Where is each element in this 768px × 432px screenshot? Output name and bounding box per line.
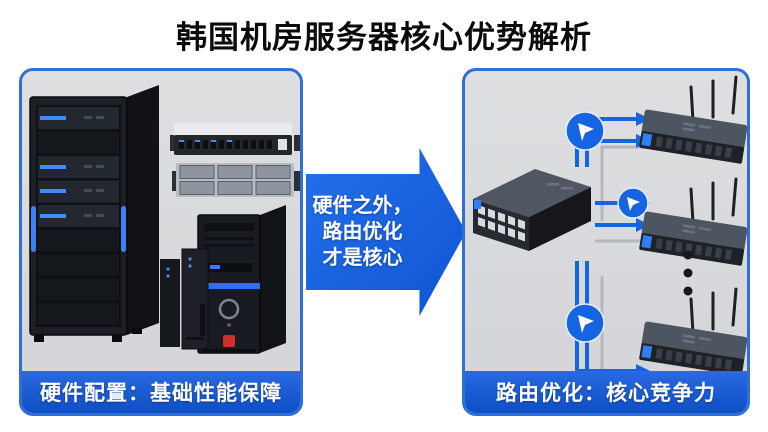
ellipsis-dots — [683, 250, 693, 296]
rack-server-icon — [172, 163, 300, 197]
route-node-icon — [617, 187, 649, 219]
network-switch-icon — [170, 123, 300, 155]
tower-pc-icon — [197, 205, 286, 354]
page-title: 韩国机房服务器核心优势解析 — [176, 20, 592, 55]
hardware-panel: 硬件配置：基础性能保障 — [19, 68, 303, 416]
network-switch-icon — [473, 169, 591, 251]
route-node-icon — [565, 111, 605, 151]
wifi-router-icon — [637, 75, 747, 166]
slim-pc-icon — [160, 248, 209, 350]
routing-illustration — [473, 75, 747, 371]
routing-caption: 路由优化：核心竞争力 — [465, 371, 747, 413]
routing-panel: 路由优化：核心竞争力 — [462, 68, 750, 416]
arrow-text: 硬件之外， 路由优化 才是核心 — [312, 195, 413, 269]
wifi-router-icon — [637, 177, 747, 268]
hardware-illustration — [29, 85, 300, 354]
wifi-router-icon — [637, 287, 747, 371]
route-node-icon — [565, 303, 605, 343]
hardware-caption: 硬件配置：基础性能保障 — [22, 371, 300, 413]
server-rack-icon — [29, 85, 159, 342]
